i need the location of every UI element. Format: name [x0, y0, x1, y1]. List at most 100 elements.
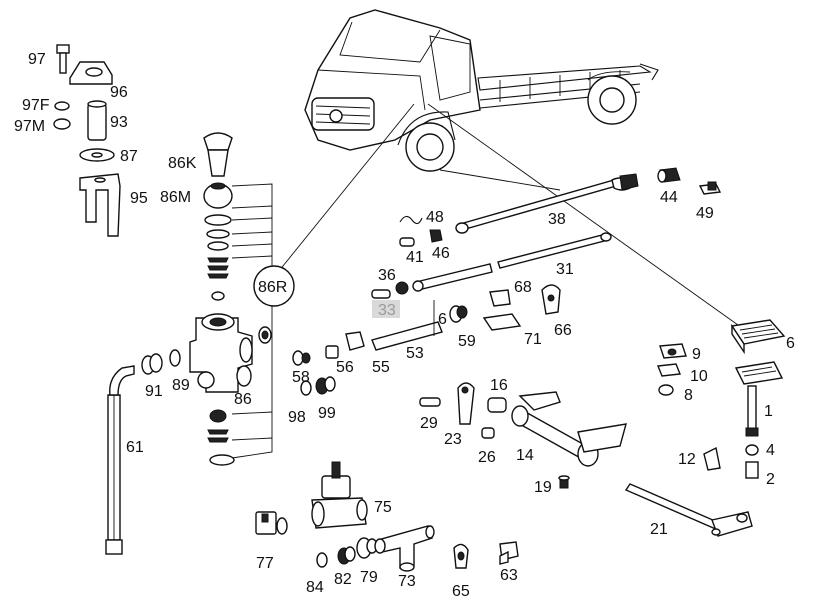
part-89-washer[interactable] — [169, 349, 181, 367]
part-4-nut[interactable] — [745, 444, 759, 456]
label-16[interactable]: 16 — [490, 377, 508, 394]
label-44[interactable]: 44 — [660, 189, 678, 206]
label-97[interactable]: 97 — [28, 51, 46, 68]
label-10[interactable]: 10 — [690, 368, 708, 385]
label-12[interactable]: 12 — [678, 451, 696, 468]
part-48-clip[interactable] — [399, 215, 423, 225]
part-46-nut[interactable] — [429, 229, 443, 243]
part-8-nut[interactable] — [658, 384, 674, 396]
part-19-bolt[interactable] — [558, 475, 570, 489]
label-48[interactable]: 48 — [426, 209, 444, 226]
label-26[interactable]: 26 — [478, 449, 496, 466]
part-97-bolt[interactable] — [56, 44, 70, 74]
label-8[interactable]: 8 — [684, 387, 693, 404]
label-86R[interactable]: 86R — [258, 279, 287, 296]
part-87-washer[interactable] — [79, 148, 115, 162]
part-49-joint[interactable] — [698, 181, 722, 195]
part-79-fitting[interactable] — [356, 537, 378, 559]
part-75-valve[interactable] — [311, 461, 368, 529]
part-53-rod[interactable] — [371, 300, 443, 351]
part-98-washer[interactable] — [300, 380, 312, 396]
label-89[interactable]: 89 — [172, 377, 190, 394]
label-97F[interactable]: 97F — [22, 97, 50, 114]
label-93[interactable]: 93 — [110, 114, 128, 131]
part-2-fitting[interactable] — [745, 461, 759, 479]
label-46[interactable]: 46 — [432, 245, 450, 262]
part-99-fitting[interactable] — [315, 376, 336, 395]
part-14-shaft-assembly[interactable] — [511, 391, 627, 467]
part-84-washer[interactable] — [316, 552, 328, 568]
part-36-nut[interactable] — [395, 281, 409, 295]
label-77[interactable]: 77 — [256, 555, 274, 572]
part-86-lower-spring[interactable] — [207, 409, 235, 466]
part-41-pin[interactable] — [399, 237, 415, 247]
part-55-nut[interactable] — [345, 331, 365, 351]
label-91[interactable]: 91 — [145, 383, 163, 400]
label-33-highlighted[interactable]: 33 — [378, 302, 396, 319]
label-58[interactable]: 58 — [292, 369, 310, 386]
label-97M[interactable]: 97M — [14, 118, 45, 135]
part-31-rod[interactable] — [497, 232, 612, 269]
label-98[interactable]: 98 — [288, 409, 306, 426]
part-66-lever[interactable] — [541, 284, 561, 315]
part-38-rod[interactable] — [455, 173, 639, 234]
label-23[interactable]: 23 — [444, 431, 462, 448]
label-75[interactable]: 75 — [374, 499, 392, 516]
part-44-joint[interactable] — [657, 167, 681, 183]
label-82[interactable]: 82 — [334, 571, 352, 588]
label-31[interactable]: 31 — [556, 261, 574, 278]
part-95-bracket[interactable] — [79, 173, 121, 237]
part-68-bracket[interactable] — [489, 289, 511, 307]
part-91-fitting[interactable] — [141, 353, 163, 375]
part-56-sleeve[interactable] — [325, 345, 339, 359]
part-86K-knob[interactable] — [203, 132, 233, 177]
part-86-side-fitting[interactable] — [258, 326, 272, 344]
part-23-lever[interactable] — [457, 382, 475, 425]
label-68[interactable]: 68 — [514, 279, 532, 296]
label-73[interactable]: 73 — [398, 573, 416, 590]
label-21[interactable]: 21 — [650, 521, 668, 538]
label-96[interactable]: 96 — [110, 84, 128, 101]
part-93-sleeve[interactable] — [87, 100, 107, 141]
label-2[interactable]: 2 — [766, 471, 775, 488]
part-33-pin-highlighted[interactable] — [371, 289, 391, 299]
part-86M-cap[interactable] — [203, 182, 233, 209]
label-19[interactable]: 19 — [534, 479, 552, 496]
label-84[interactable]: 84 — [306, 579, 324, 596]
part-12-clip[interactable] — [703, 446, 721, 471]
label-63[interactable]: 63 — [500, 567, 518, 584]
part-82-nut[interactable] — [337, 546, 356, 565]
part-63-bracket[interactable] — [499, 541, 519, 565]
label-14[interactable]: 14 — [516, 447, 534, 464]
part-77-fitting[interactable] — [255, 511, 288, 535]
part-59-fitting[interactable] — [449, 305, 468, 323]
part-rod-upper-short[interactable] — [412, 263, 493, 292]
part-58-fitting[interactable] — [292, 350, 311, 366]
label-99[interactable]: 99 — [318, 405, 336, 422]
part-29-pin[interactable] — [419, 397, 441, 407]
label-9[interactable]: 9 — [692, 346, 701, 363]
label-1[interactable]: 1 — [764, 403, 773, 420]
label-86[interactable]: 86 — [234, 391, 252, 408]
label-87[interactable]: 87 — [120, 148, 138, 165]
part-71-plate[interactable] — [482, 313, 522, 331]
part-73-tee[interactable] — [374, 525, 435, 572]
label-53[interactable]: 53 — [406, 345, 424, 362]
part-96-bracket[interactable] — [69, 61, 113, 85]
part-97M-nut[interactable] — [53, 118, 71, 130]
label-41[interactable]: 41 — [406, 249, 424, 266]
label-71[interactable]: 71 — [524, 331, 542, 348]
label-65[interactable]: 65 — [452, 583, 470, 600]
label-49[interactable]: 49 — [696, 205, 714, 222]
part-26-pin[interactable] — [481, 427, 495, 439]
label-79[interactable]: 79 — [360, 569, 378, 586]
label-38[interactable]: 38 — [548, 211, 566, 228]
part-6-pedal-pad[interactable] — [730, 319, 786, 355]
part-86-valve-body[interactable] — [189, 313, 253, 393]
label-6-upper[interactable]: 6 — [438, 311, 447, 328]
label-86K[interactable]: 86K — [168, 155, 197, 172]
part-16-bushing[interactable] — [487, 397, 507, 413]
label-95[interactable]: 95 — [130, 190, 148, 207]
part-1-pedal[interactable] — [734, 361, 784, 437]
part-86R-callout-circle[interactable] — [253, 265, 295, 307]
